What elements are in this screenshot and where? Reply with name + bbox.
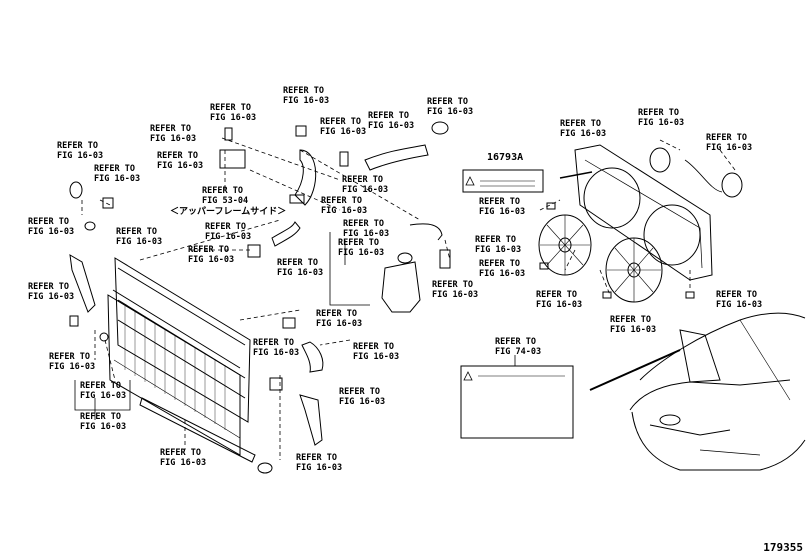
upper-frame-note: ＜アッパーフレームサイド＞ — [170, 207, 287, 217]
image-number: 179355 — [763, 541, 803, 554]
part-code-label: 16793A — [487, 152, 524, 163]
